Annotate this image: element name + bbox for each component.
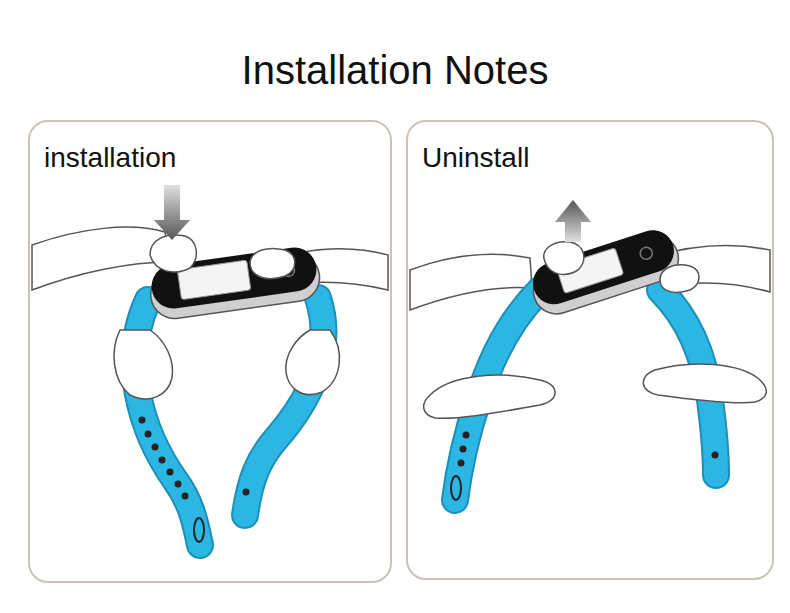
title: Installation Notes: [0, 48, 790, 93]
panel-label: Uninstall: [422, 142, 529, 174]
uninstall-figure: [410, 200, 770, 500]
panel-label: installation: [44, 142, 176, 174]
instruction-panel: installation: [28, 120, 392, 583]
instruction-panel: Uninstall: [406, 120, 774, 580]
install-figure: [32, 185, 388, 545]
